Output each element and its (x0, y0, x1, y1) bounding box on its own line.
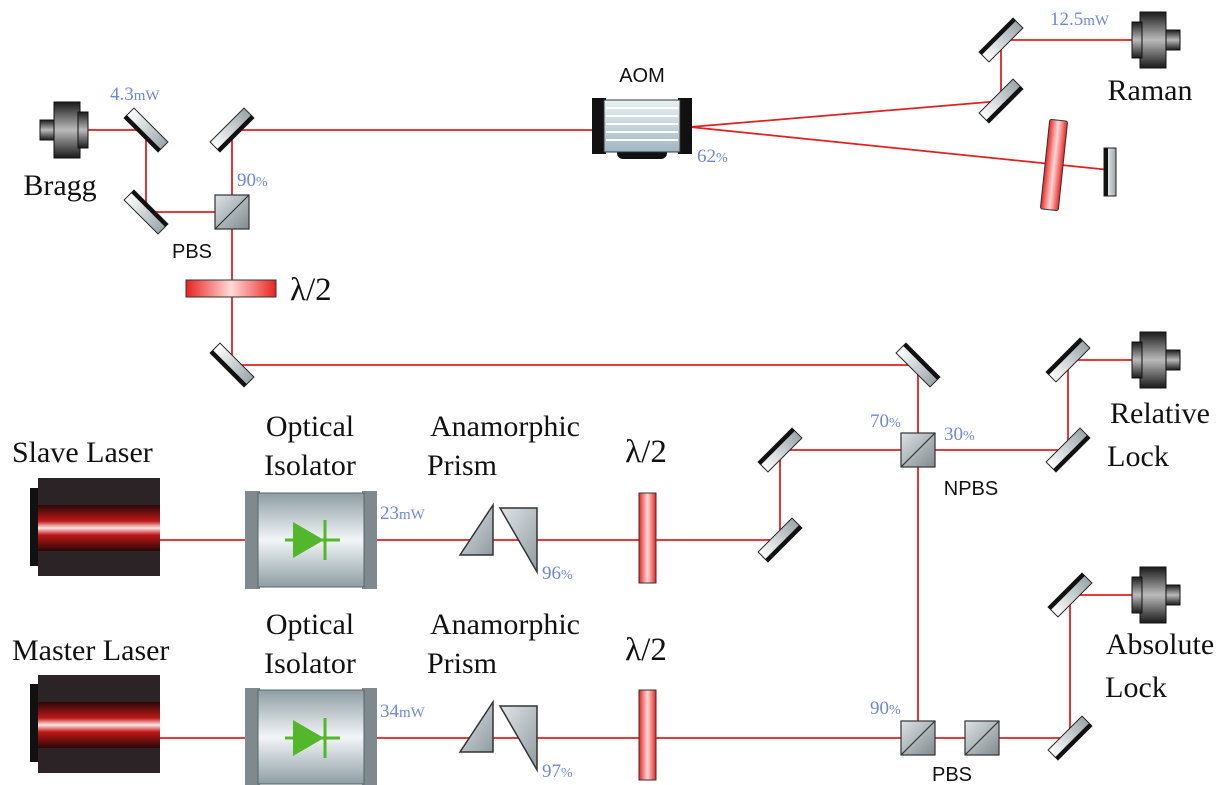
master-isolator-label-line1: Optical (266, 608, 354, 641)
mirror-icon (895, 342, 941, 388)
master-prism-label-line1: Anamorphic (430, 608, 580, 641)
slave-prism-icon (458, 502, 538, 575)
pbs-bottom-percent: 90% (870, 698, 901, 719)
slave-laser (30, 478, 160, 576)
master-power-value: 34mW (380, 701, 426, 722)
bragg-label: Bragg (23, 169, 96, 202)
relative-lock-label-line1: Relative (1110, 397, 1210, 430)
aom-label: AOM (619, 65, 665, 87)
master-laser (30, 675, 160, 773)
raman-photodiode-icon (1131, 11, 1181, 69)
master-isolator-icon (245, 688, 377, 785)
mirror-icon (1103, 147, 1117, 197)
npbs-label: NPBS (944, 478, 998, 500)
master-prism-percent: 97% (542, 761, 573, 782)
pbs-bottom-2-beamsplitter-icon (964, 720, 1000, 756)
relative-lock-label-line2: Lock (1107, 440, 1169, 473)
raman-waveplate-icon (1040, 119, 1068, 211)
bragg-power-value: 4.3mW (110, 84, 160, 105)
pbs-bottom-1-beamsplitter-icon (900, 720, 936, 756)
mirror-icon (978, 17, 1024, 63)
raman-power-value: 12.5mW (1050, 9, 1110, 30)
aom-efficiency: 62% (697, 146, 728, 167)
master-laser-label: Master Laser (12, 634, 169, 667)
absolute-lock-label-line2: Lock (1105, 671, 1167, 704)
mirror-icon (1045, 337, 1091, 383)
slave-prism-label-line1: Anamorphic (430, 410, 580, 443)
mirror-icon (978, 78, 1024, 124)
slave-prism-label-line2: Prism (427, 449, 497, 482)
mirror-icon (123, 107, 169, 153)
slave-isolator-label-line2: Isolator (264, 449, 356, 482)
npbs-beamsplitter-icon (900, 432, 936, 468)
slave-power-value: 23mW (380, 503, 426, 524)
bragg-photodiode-icon (39, 101, 89, 159)
pbs-top-label: PBS (172, 241, 212, 263)
mirror-icon (209, 107, 255, 153)
slave-laser-label: Slave Laser (12, 436, 153, 469)
pbs-bottom-label: PBS (932, 764, 972, 785)
absolute-lock-photodiode-icon (1131, 566, 1181, 624)
master-half-wave-label: λ/2 (625, 632, 667, 668)
mirror-icon (209, 342, 255, 388)
slave-isolator-icon (245, 491, 377, 589)
master-waveplate-icon (638, 689, 657, 781)
npbs-left-percent: 70% (870, 411, 901, 432)
mirror-icon (757, 517, 803, 563)
pbs-top-percent: 90% (237, 170, 268, 191)
absolute-lock-label-line1: Absolute (1106, 628, 1214, 661)
slave-prism-percent: 96% (542, 563, 573, 584)
mirrors (123, 17, 1117, 761)
aom-icon (592, 98, 692, 159)
relative-lock-photodiode-icon (1131, 331, 1181, 389)
pbs-top-beamsplitter-icon (214, 194, 250, 230)
mirror-icon (1047, 715, 1093, 761)
upper-half-wave-label: λ/2 (290, 272, 332, 308)
raman-label: Raman (1108, 74, 1193, 107)
slave-half-wave-label: λ/2 (625, 434, 667, 470)
npbs-right-percent: 30% (944, 424, 975, 445)
master-isolator-label-line2: Isolator (264, 647, 356, 680)
master-prism-label-line2: Prism (427, 647, 497, 680)
slave-waveplate-icon (638, 492, 657, 584)
upper-waveplate-icon (185, 279, 277, 298)
mirror-icon (1045, 427, 1091, 473)
mirror-icon (123, 189, 169, 235)
mirror-icon (1047, 572, 1093, 618)
slave-isolator-label-line1: Optical (266, 410, 354, 443)
master-prism-icon (458, 699, 538, 773)
mirror-icon (757, 427, 803, 473)
